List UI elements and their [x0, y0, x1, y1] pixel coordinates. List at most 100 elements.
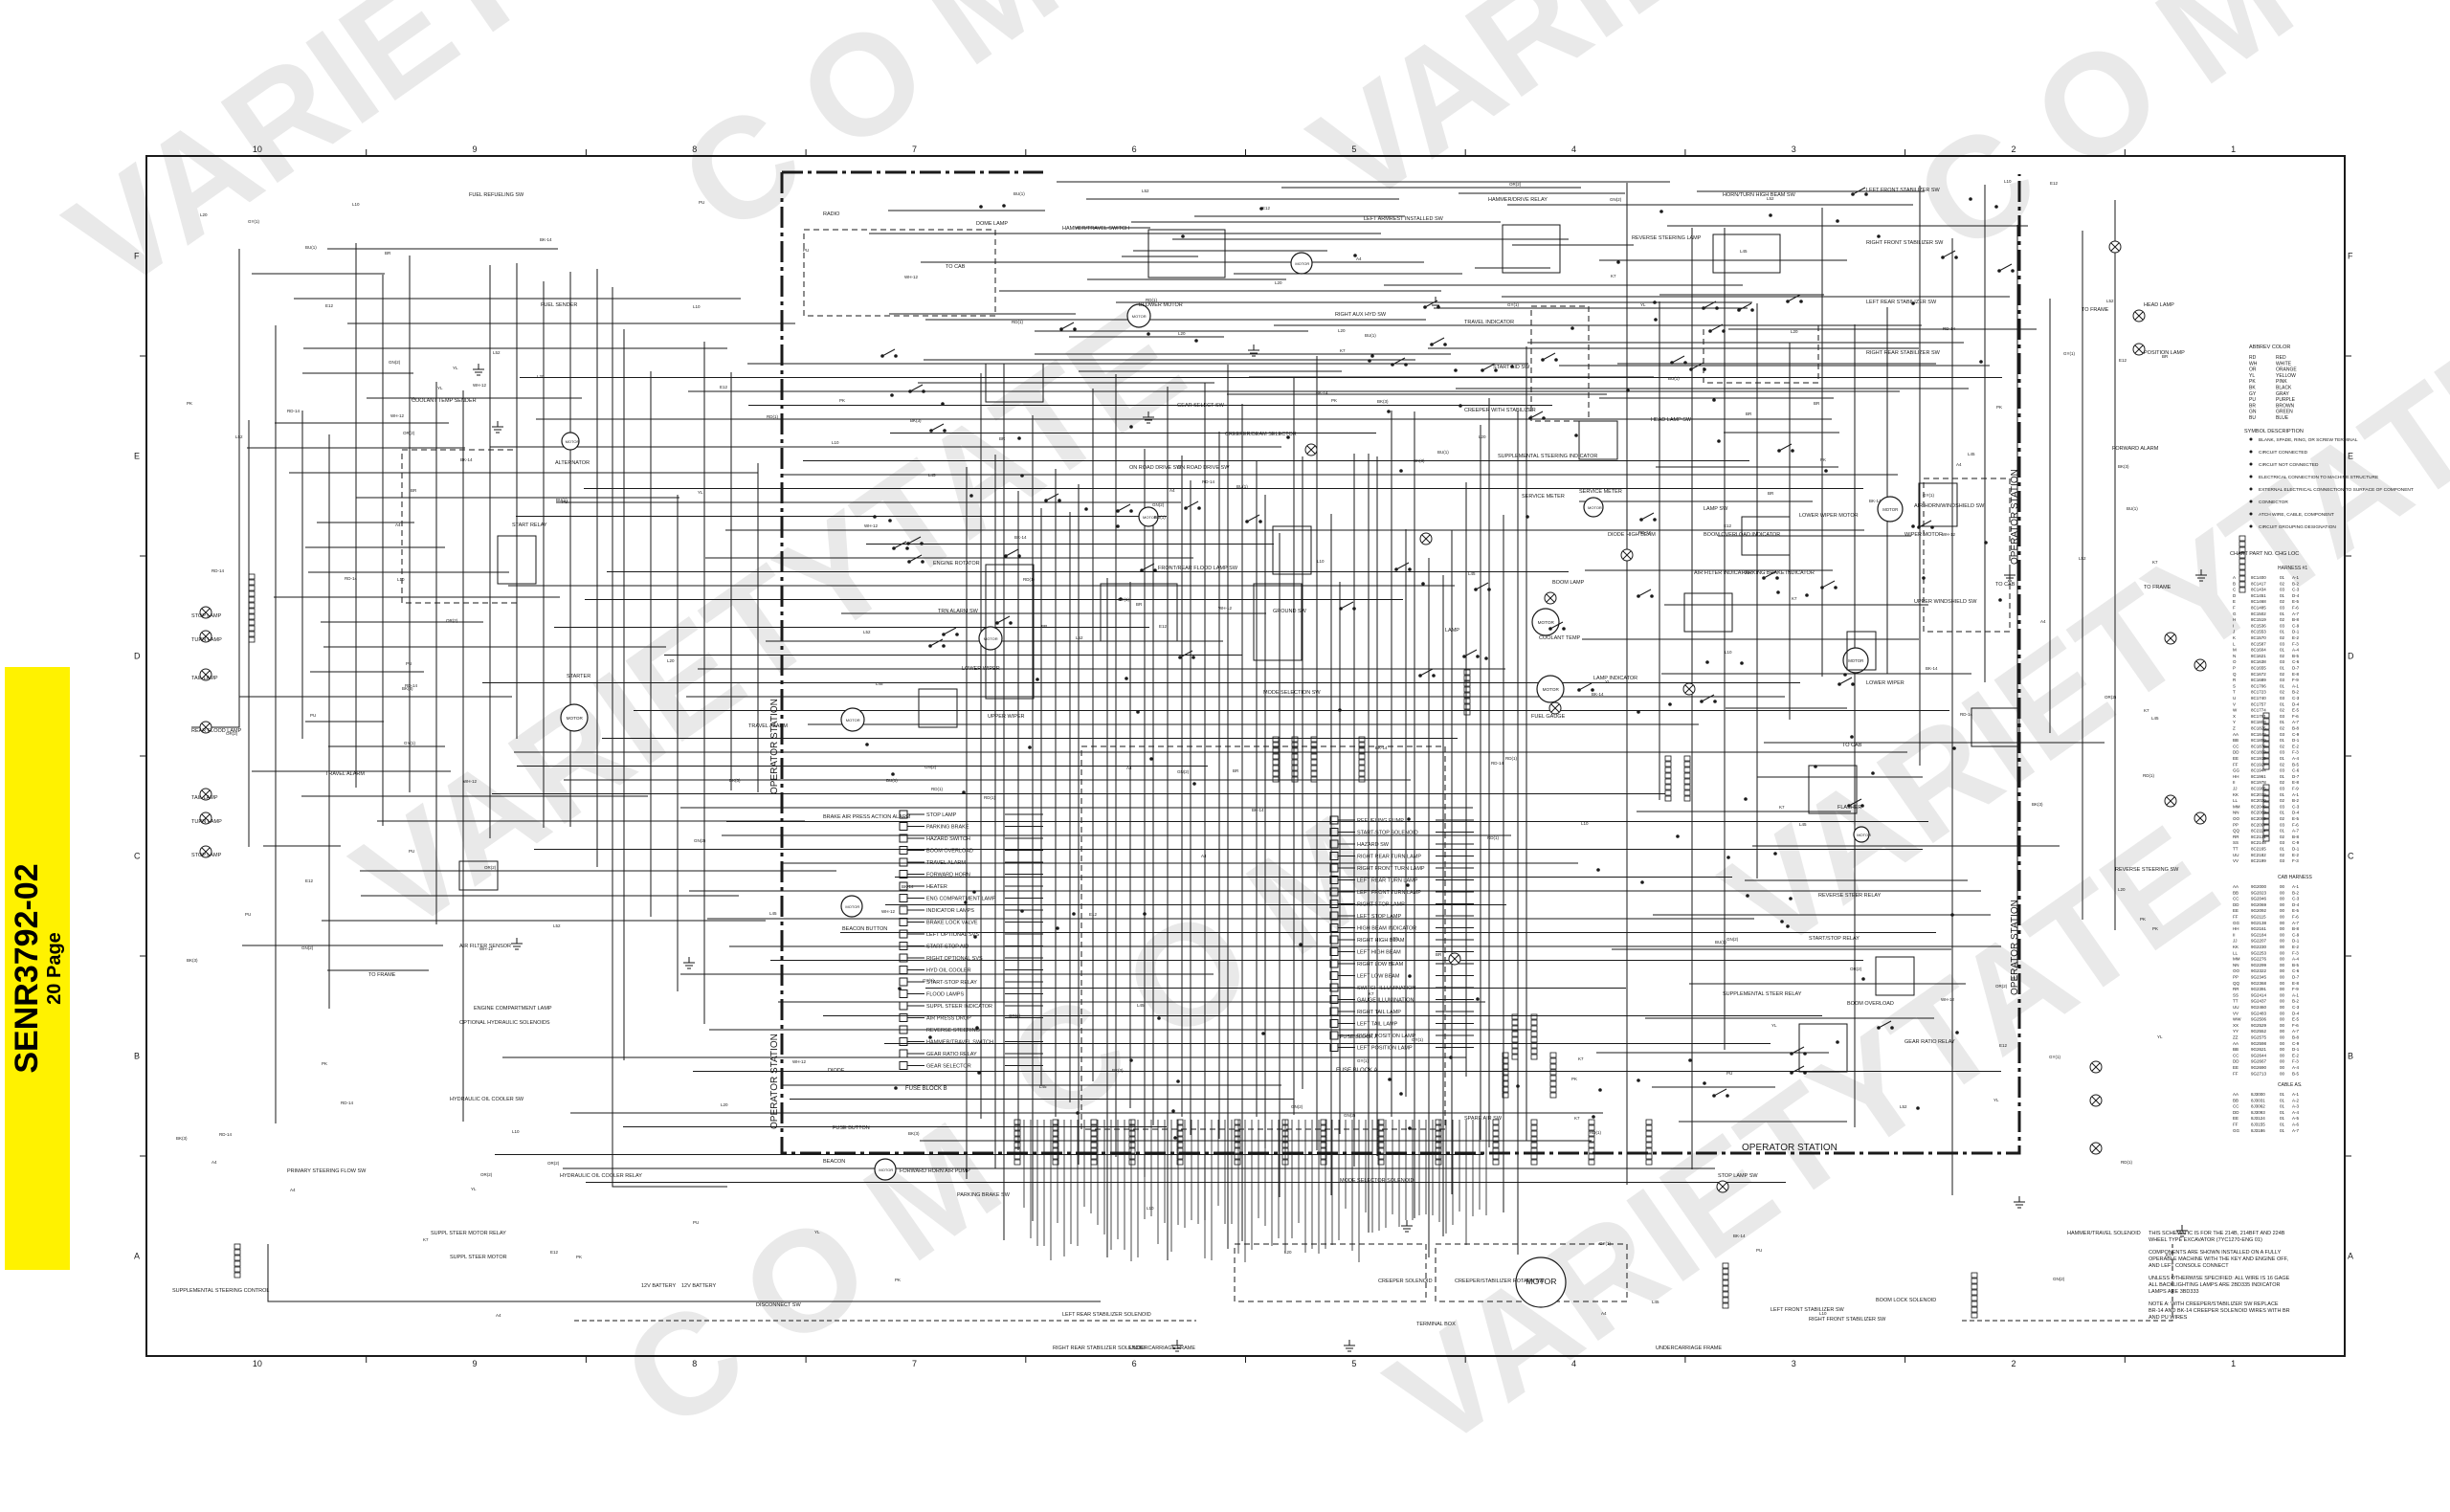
switch-contact: [1650, 594, 1654, 598]
legend-symbol-mark: [2249, 487, 2253, 491]
wire-code: L45: [1799, 822, 1807, 827]
connector-pin: [2262, 824, 2270, 831]
motor-circle: [1877, 496, 1904, 523]
legend-harness-row: 9G2299: [2251, 963, 2267, 967]
connector-pin: [1234, 1147, 1241, 1154]
wire-code: K7: [1611, 274, 1616, 278]
junction-dot: [964, 901, 968, 904]
lamp-cross: [201, 608, 211, 617]
switch-blade: [881, 348, 896, 357]
junction-dot: [1171, 1109, 1175, 1113]
motor-text: MOTOR: [567, 716, 584, 721]
legend-harness-row: U: [2233, 696, 2236, 700]
relay-box: [1808, 765, 1858, 814]
wire-code: GN(2): [1344, 1113, 1356, 1118]
legend-harness-row: B-8: [2292, 926, 2300, 931]
junction-dot: [1598, 1088, 1602, 1092]
legend-harness-row: ZZ: [2233, 1035, 2238, 1040]
connector-pin: [1971, 1295, 1978, 1301]
junction-dot: [1814, 765, 1817, 768]
switch-blade: [996, 615, 1011, 624]
lamp-cross: [201, 723, 211, 732]
connector-pin: [1358, 747, 1366, 754]
legend-harness-row: CC: [2233, 744, 2239, 748]
connector-pin: [1377, 1142, 1385, 1148]
connector-bank: [1664, 755, 1672, 802]
legend-harness-row: 9G2483: [2251, 1011, 2267, 1015]
component-label: LEFT REAR STABILIZER SW: [1866, 300, 1937, 305]
relay-box: [458, 860, 499, 891]
connector-pin: [1502, 1086, 1509, 1093]
document-tab-text: SENR3792-02 20 Page: [5, 667, 70, 1270]
switch: [1700, 694, 1717, 703]
legend-harness-row: A-1: [2292, 792, 2300, 797]
parking-lamp: [1682, 682, 1696, 696]
switch: [1851, 187, 1868, 196]
legend-harness-row: 9G2345: [2251, 975, 2267, 980]
fuse-circuit-label: RIGHT FRONT TURN LAMP: [1357, 866, 1425, 872]
legend-harness-row: C-3: [2292, 1005, 2300, 1010]
connector-pin: [1272, 765, 1280, 771]
connector-pin: [1176, 1124, 1184, 1131]
legend-harness-row: E-2: [2292, 744, 2300, 748]
connector-pin: [2262, 752, 2270, 759]
switch: [1786, 294, 1803, 303]
lamp-cross: [2091, 1062, 2101, 1072]
switch-contact: [1476, 655, 1480, 658]
junction-dot: [1476, 997, 1480, 1001]
legend-harness-row: B-8: [2292, 726, 2300, 731]
connector-pin: [1320, 1130, 1327, 1137]
row-label-right: C: [2348, 852, 2354, 861]
wire-code: BK-14: [1014, 535, 1027, 540]
junction-dot: [975, 1026, 979, 1030]
legend-symbol-desc: BLANK, SPADE, RING, OR SCREW TERMINAL: [2259, 437, 2358, 443]
junction-dot: [1616, 260, 1620, 264]
connector-pin: [1090, 1159, 1098, 1166]
junction-dot: [1746, 894, 1749, 898]
connector-pin: [1291, 776, 1299, 783]
connector-pin: [1377, 1130, 1385, 1137]
legend-harness-row: 03: [2280, 623, 2285, 628]
wire-code: K7: [423, 1237, 429, 1242]
legend-harness-row: CC: [2233, 1053, 2239, 1057]
component-label: CREEPER/STABILIZER ROTARY SW: [1455, 1279, 1545, 1284]
wire-code: PK: [322, 1061, 327, 1066]
component-label: ALTERNATOR: [555, 460, 590, 466]
connector-pin: [1310, 765, 1318, 771]
switch: [880, 348, 898, 358]
legend-harness-row: D-4: [2292, 1011, 2300, 1015]
connector-pin: [1320, 1142, 1327, 1148]
legend-harness-row: 9G2690: [2251, 1065, 2267, 1070]
ground-symbol: [2014, 1196, 2025, 1209]
legend-harness-row: 8C1944: [2251, 768, 2266, 773]
legend-harness-row: A-1: [2292, 1092, 2300, 1097]
connector-pin: [1052, 1142, 1059, 1148]
switch-blade: [1763, 570, 1777, 579]
legend-harness-row: F-3: [2292, 641, 2299, 646]
connector-pin: [1013, 1130, 1021, 1137]
connector-pin: [1645, 1147, 1653, 1154]
junction-dot: [1454, 368, 1458, 372]
legend-harness-row: 01: [2280, 593, 2285, 598]
legend-harness-row: 01: [2280, 1104, 2285, 1109]
legend-harness-row: 9G2644: [2251, 1053, 2267, 1057]
wire-code: L20: [1338, 328, 1346, 333]
connector-pin: [1664, 767, 1672, 773]
connector-pin: [1463, 703, 1471, 710]
motor-circle: [840, 895, 863, 918]
junction-dot: [1399, 469, 1403, 473]
connector-pin: [1377, 1124, 1385, 1131]
switch: [1423, 300, 1440, 309]
legend-harness-row: 8C1978: [2251, 780, 2266, 785]
watermark-text: C O M: [653, 0, 1084, 264]
legend-harness-row: RR: [2233, 987, 2239, 991]
switch-contact: [1009, 621, 1013, 625]
motor-text: MOTOR: [566, 439, 580, 444]
legend-harness-row: 8C2199: [2251, 858, 2266, 863]
wire-code: RD-14: [405, 683, 418, 688]
connector-pin: [248, 573, 256, 580]
enclosure-dashed: [1080, 745, 1446, 1130]
fuse-circuit-label: LEFT OPTIONAL SVS: [926, 932, 979, 938]
connector-pin: [1549, 1086, 1557, 1093]
connector-pin: [1320, 1159, 1327, 1166]
